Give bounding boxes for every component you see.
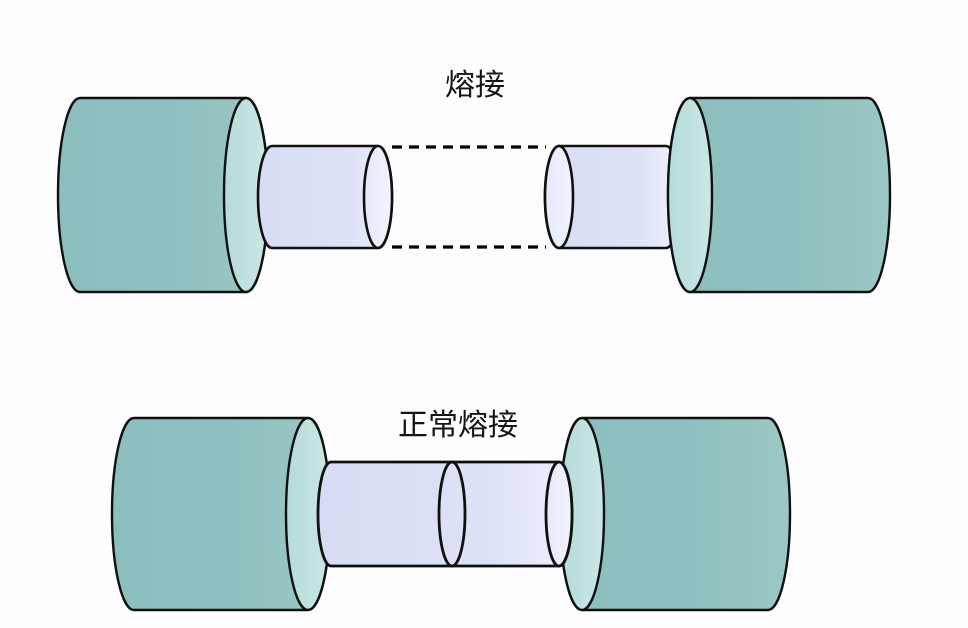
bottom-fused-fiber	[316, 460, 574, 568]
fiber-body	[316, 460, 574, 568]
top-figure-group: 熔接	[56, 68, 892, 294]
fusion-seam-ellipse	[437, 460, 467, 568]
jacket-end-cap	[666, 96, 714, 294]
top-right-jacket	[666, 96, 892, 294]
bottom-right-jacket	[558, 416, 792, 612]
top-left-jacket	[56, 96, 270, 294]
top-right-fiber	[543, 144, 682, 250]
top-figure-label: 熔接	[445, 68, 505, 103]
fiber-end-face	[362, 144, 394, 250]
bottom-figure-group: 正常熔接	[110, 408, 792, 612]
fiber-end-face	[544, 460, 574, 568]
bottom-left-jacket	[110, 416, 332, 612]
bottom-figure-label: 正常熔接	[398, 408, 518, 443]
gap-dashed-guides	[392, 145, 546, 249]
top-left-fiber	[256, 144, 394, 250]
fiber-end-face	[543, 144, 575, 250]
